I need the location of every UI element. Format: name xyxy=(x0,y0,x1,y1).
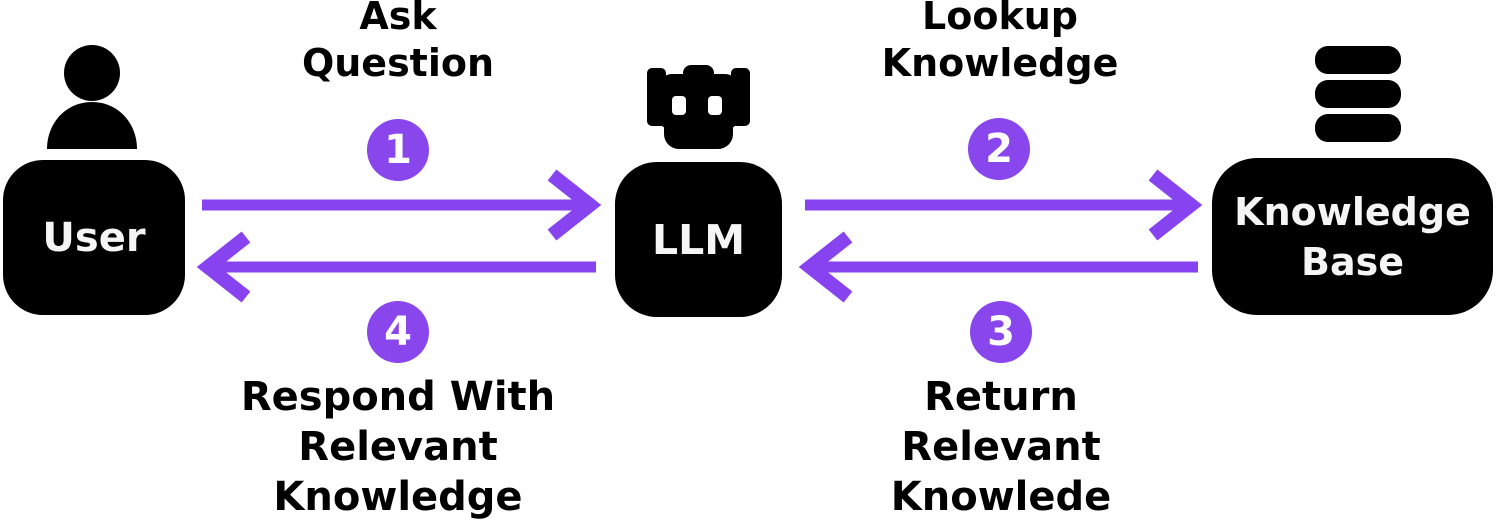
node-knowledge-base: Knowledge Base xyxy=(1212,158,1493,315)
arrow-llm-to-kb xyxy=(805,169,1203,241)
step-badge-3: 3 xyxy=(970,301,1032,363)
person-icon xyxy=(47,45,137,149)
flow-label-ask-question: Ask Question xyxy=(301,0,495,85)
arrow-kb-to-llm xyxy=(798,231,1198,303)
database-icon xyxy=(1315,46,1401,142)
step-badge-1: 1 xyxy=(367,119,429,181)
step-badge-2: 2 xyxy=(968,118,1030,180)
arrow-user-to-llm xyxy=(202,169,602,241)
node-user: User xyxy=(3,160,185,315)
node-kb-label-line1: Knowledge xyxy=(1234,189,1471,234)
flow-label-return-relevant-knowlede: Return Relevant Knowlede xyxy=(890,374,1112,520)
node-kb-label-line2: Base xyxy=(1301,239,1404,284)
arrow-llm-to-user xyxy=(196,231,596,303)
node-llm-label: LLM xyxy=(651,215,746,264)
node-llm: LLM xyxy=(615,162,782,317)
node-user-label: User xyxy=(42,214,146,261)
robot-icon xyxy=(647,65,750,149)
flow-label-respond-with-relevant-knowledge: Respond With Relevant Knowledge xyxy=(240,374,556,520)
step-badge-4: 4 xyxy=(367,301,429,363)
flow-label-lookup-knowledge: Lookup Knowledge xyxy=(881,0,1119,85)
